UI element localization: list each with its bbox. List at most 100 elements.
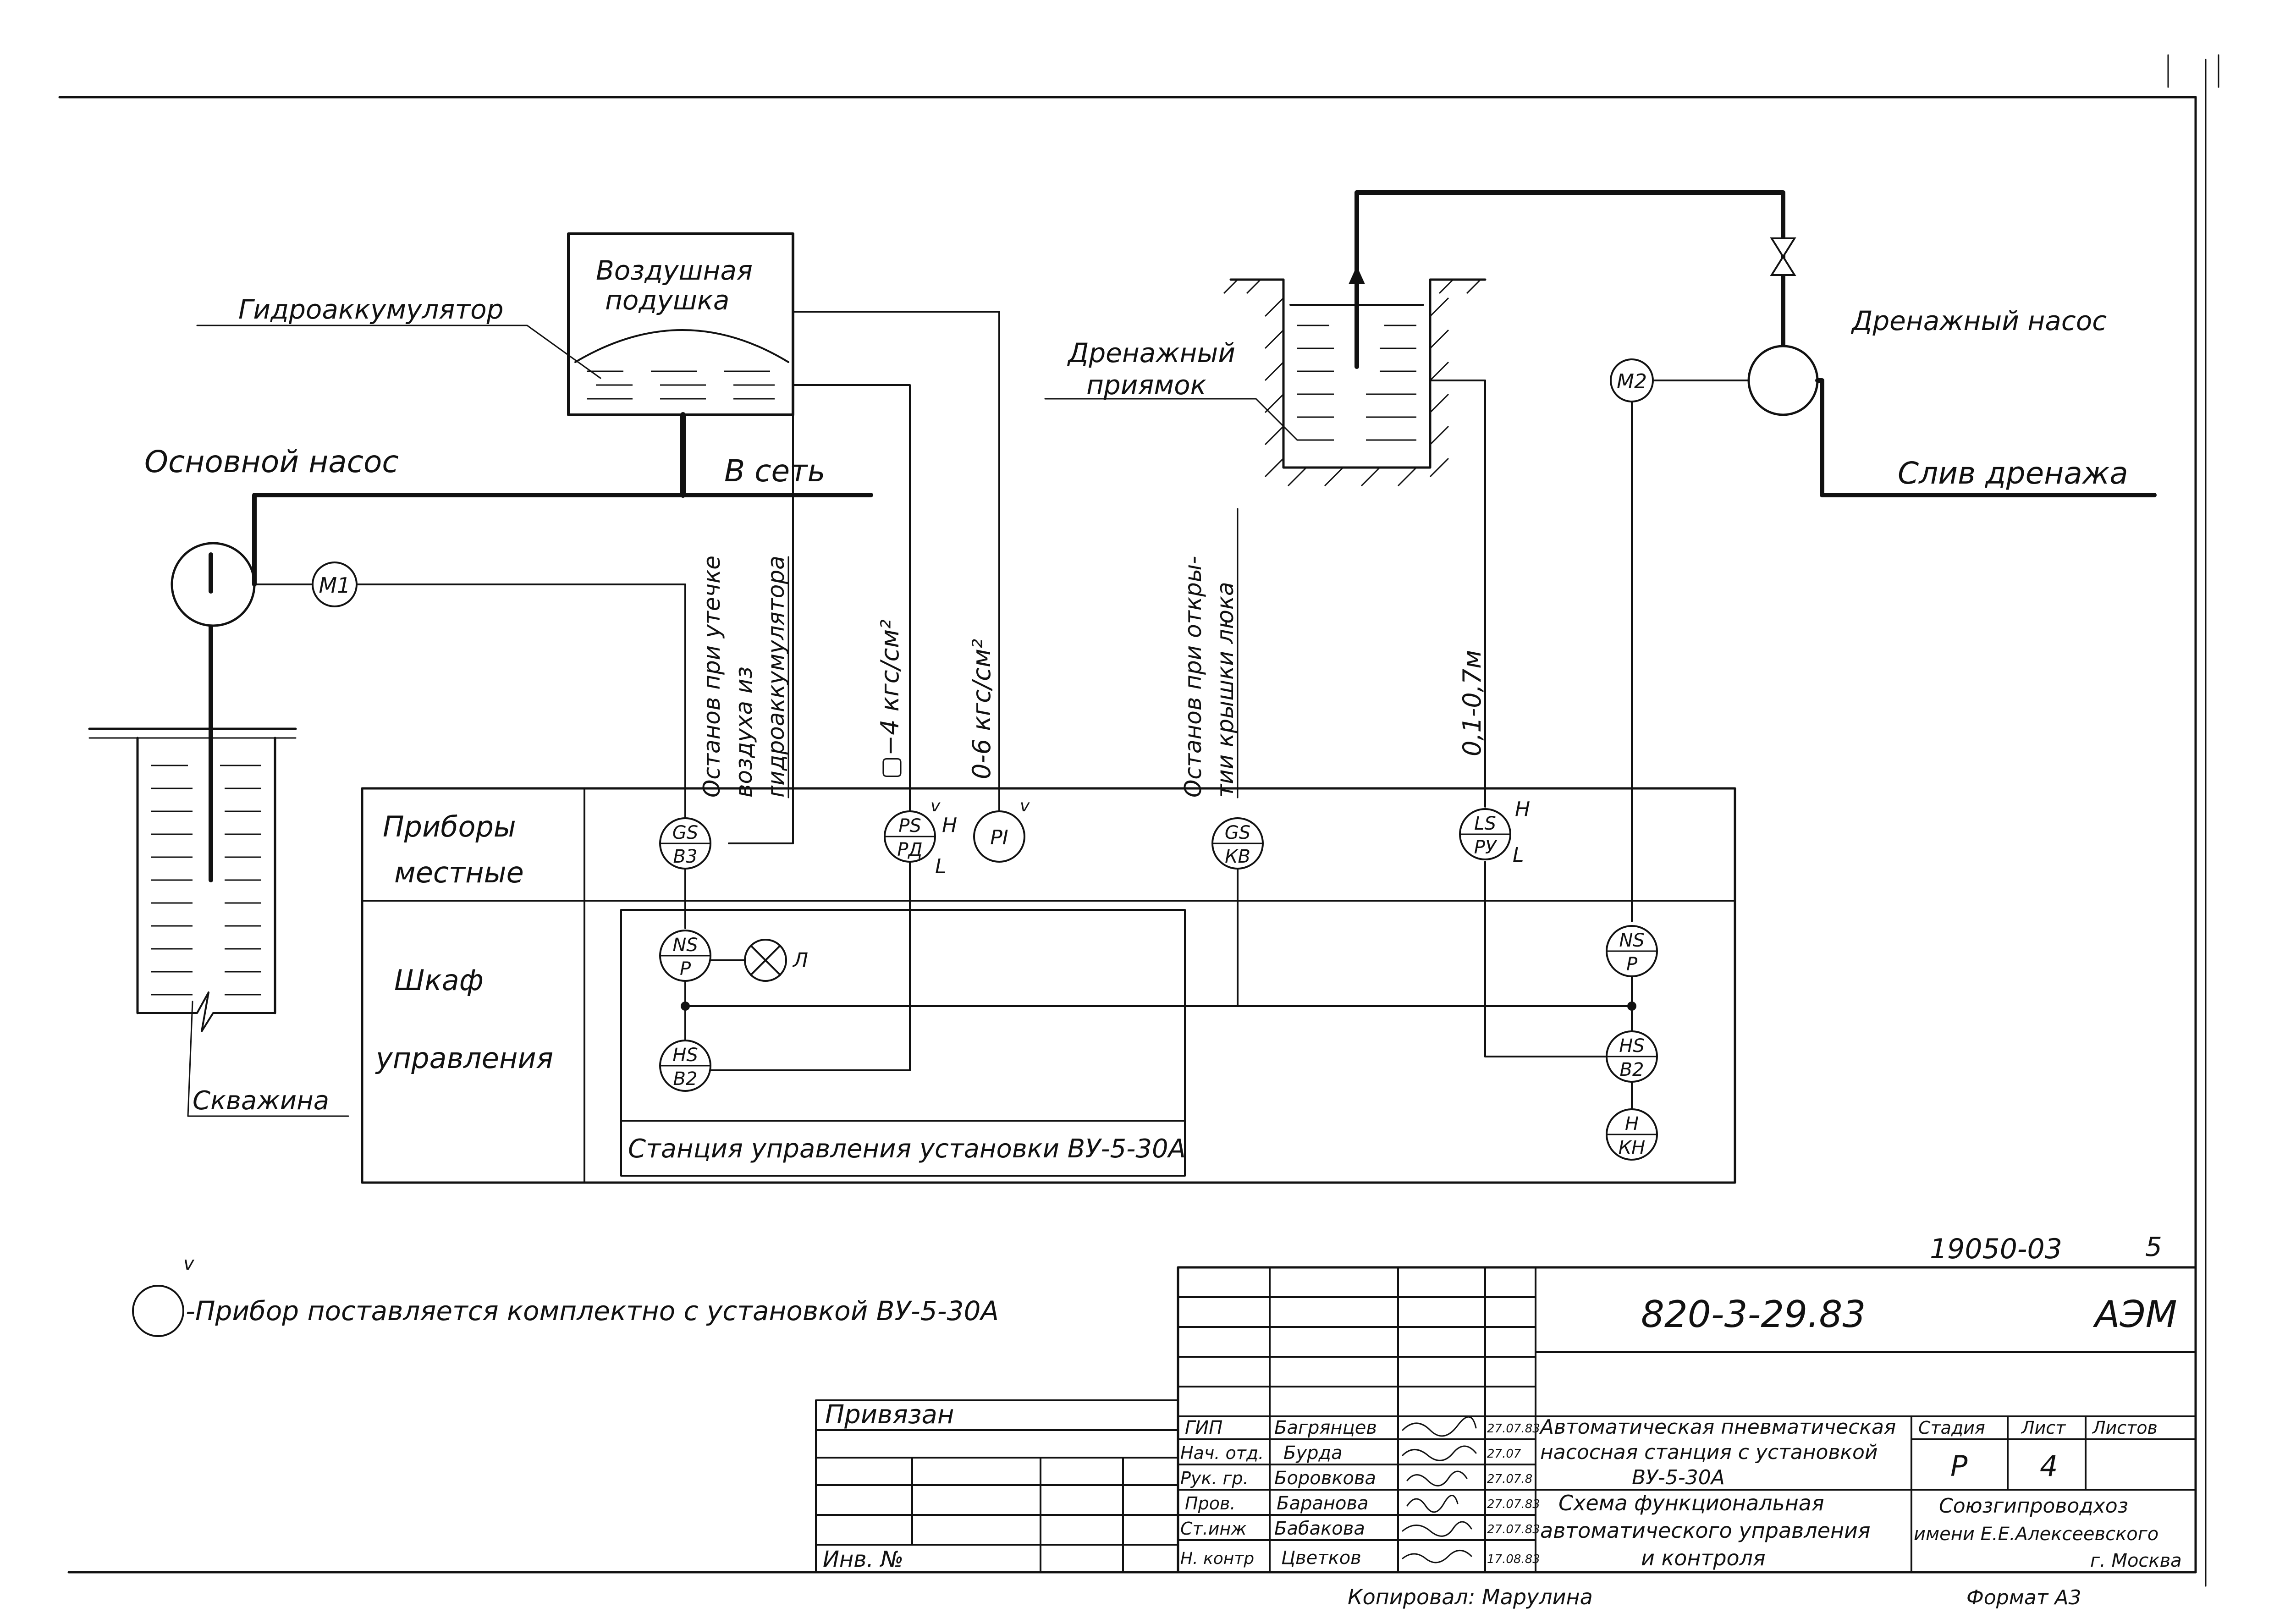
title-block xyxy=(815,1266,2197,1574)
h-kn-bottom: КН xyxy=(1619,1137,1645,1158)
hs-v2-1-top: HS xyxy=(672,1045,698,1066)
drain-pump-label: Дренажный насос xyxy=(1850,305,2107,336)
panel-cabinet-1: Шкаф xyxy=(394,963,484,997)
hs-v2-1-bottom: В2 xyxy=(673,1068,698,1090)
ls-ru-top: LS xyxy=(1474,813,1496,834)
well-leader xyxy=(187,1001,349,1117)
junction-dot xyxy=(681,1002,690,1011)
legend-mark: v xyxy=(183,1253,195,1274)
project-title-2: насосная станция с установкой xyxy=(1540,1441,1878,1464)
instrument-ps-rd: PS РД v Н L xyxy=(884,797,957,878)
accumulator-leader xyxy=(196,325,601,379)
drain-pit-leader xyxy=(1044,398,1298,441)
station-label: Станция управления установки ВУ-5-30А xyxy=(628,1134,1186,1164)
station-frame xyxy=(620,909,1186,1177)
stage-header: Стадия xyxy=(1918,1418,1985,1438)
ls-ru-lo: L xyxy=(1513,843,1524,867)
leak-sensor-line xyxy=(728,354,794,844)
panel-cabinet-2: управления xyxy=(375,1041,553,1075)
motor-m2-label: М2 xyxy=(1617,370,1647,393)
drain-outlet-pipe xyxy=(1815,378,2157,497)
instrument-hs-v2-1: HS В2 xyxy=(659,1040,711,1092)
date: 17.08.83 xyxy=(1487,1552,1540,1566)
level-sensor-line xyxy=(1429,380,1486,808)
ns-p1-bottom: Р xyxy=(680,958,691,980)
name: Бурда xyxy=(1283,1442,1343,1464)
instrument-ls-ru: LS РУ Н L xyxy=(1459,798,1530,867)
air-cushion-label-1: Воздушная xyxy=(596,255,753,286)
org-line-3: г. Москва xyxy=(2090,1550,2182,1571)
note-leak-stop-1: Останов при утечке xyxy=(699,556,725,798)
ns-p1-top: NS xyxy=(672,935,698,956)
accumulator-label: Гидроаккумулятор xyxy=(238,294,503,325)
note-level-range: 0,1-0,7м xyxy=(1458,650,1487,756)
air-cushion-label-2: подушка xyxy=(605,285,729,316)
drain-return-pipe xyxy=(1354,190,1785,348)
legend-text: -Прибор поставляется комплектно с устано… xyxy=(186,1295,999,1327)
instrument-pi: PI v xyxy=(973,797,1030,863)
hs-v2-2-bottom: В2 xyxy=(1620,1059,1644,1080)
ps-rd-mark: v xyxy=(931,797,941,815)
note-hatch-stop-2: тии крышки люка xyxy=(1212,582,1239,798)
inventory-no: 19050-03 xyxy=(1930,1233,2062,1265)
name: Боровкова xyxy=(1274,1468,1376,1489)
pressure-line xyxy=(792,311,1000,812)
ns-p2-top: NS xyxy=(1619,930,1644,951)
instrument-gs-kv: GS КВ xyxy=(1211,817,1264,870)
sheet-header: Лист xyxy=(2021,1418,2066,1438)
panel-local-1: Приборы xyxy=(383,810,516,843)
note-pressure-range: 0-6 кгс/см² xyxy=(967,639,996,779)
date: 27.07.83 xyxy=(1487,1422,1540,1436)
well-label: Скважина xyxy=(193,1086,329,1116)
org-line-2: имени Е.Е.Алексеевского xyxy=(1914,1524,2158,1545)
pi-top: PI xyxy=(990,826,1008,849)
signature-roles: ГИП Нач. отд. Рук. гр. Пров. Ст.инж Н. к… xyxy=(1180,1417,1264,1568)
project-title-1: Автоматическая пневматическая xyxy=(1539,1415,1896,1439)
date: 27.07.83 xyxy=(1487,1497,1540,1511)
ps-rd-bottom: РД xyxy=(897,839,922,860)
panel-local-2: местные xyxy=(394,856,524,889)
gs-kv-bottom: КВ xyxy=(1225,846,1250,867)
motor-m1-label: М1 xyxy=(319,573,351,598)
ps-rd-top: PS xyxy=(898,815,921,837)
note-pressure-setting: ▢−4 кгс/см² xyxy=(875,619,904,779)
signature-dates: 27.07.83 27.07 27.07.8 27.07.83 27.07.83… xyxy=(1487,1422,1540,1566)
instrument-ns-p1: NS Р xyxy=(659,930,711,982)
instrument-h-kn: Н КН xyxy=(1606,1108,1658,1161)
drain-pit-label-2: приямок xyxy=(1086,369,1206,401)
gs-kv-top: GS xyxy=(1225,822,1250,843)
ls-ru-hi: Н xyxy=(1515,798,1530,821)
drain-pit-label-1: Дренажный xyxy=(1067,337,1235,369)
instrument-gs-b3: GS В3 xyxy=(659,817,711,870)
ls-ru-bottom: РУ xyxy=(1474,837,1498,858)
sheets-header: Листов xyxy=(2092,1418,2158,1438)
main-pump-label: Основной насос xyxy=(144,444,399,479)
gs-b3-bottom: В3 xyxy=(673,846,698,867)
h-kn-top: Н xyxy=(1625,1113,1639,1134)
page-no: 5 xyxy=(2145,1231,2162,1262)
control-panel-frame xyxy=(361,787,1736,1184)
note-leak-stop-3: гидроаккумулятора xyxy=(763,556,789,798)
lamp-label: Л xyxy=(792,949,808,972)
hs-v2-2-top: HS xyxy=(1619,1035,1644,1057)
date: 27.07.83 xyxy=(1487,1523,1540,1536)
name: Багрянцев xyxy=(1274,1417,1377,1438)
paper-format: Формат А3 xyxy=(1966,1586,2081,1609)
copied-by: Копировал: Марулина xyxy=(1348,1585,1593,1609)
wiring xyxy=(684,861,1633,1110)
drain-pump xyxy=(1747,345,1819,416)
sheet-subtitle-2: автоматического управления xyxy=(1540,1518,1871,1543)
note-hatch-stop-1: Останов при откры- xyxy=(1180,556,1206,798)
discharge-pipe xyxy=(252,493,873,587)
org-line-1: Союзгипроводхоз xyxy=(1939,1494,2128,1518)
ns-p2-bottom: Р xyxy=(1626,954,1638,975)
role: Рук. гр. xyxy=(1180,1468,1249,1488)
drain-outlet-label: Слив дренажа xyxy=(1898,456,2128,491)
signatures xyxy=(1402,1416,1477,1563)
bound-label: Привязан xyxy=(825,1400,954,1430)
date: 27.07 xyxy=(1487,1447,1521,1461)
name: Бабакова xyxy=(1274,1518,1365,1539)
signature-names: Багрянцев Бурда Боровкова Баранова Бабак… xyxy=(1274,1417,1377,1569)
role: Нач. отд. xyxy=(1180,1443,1264,1463)
